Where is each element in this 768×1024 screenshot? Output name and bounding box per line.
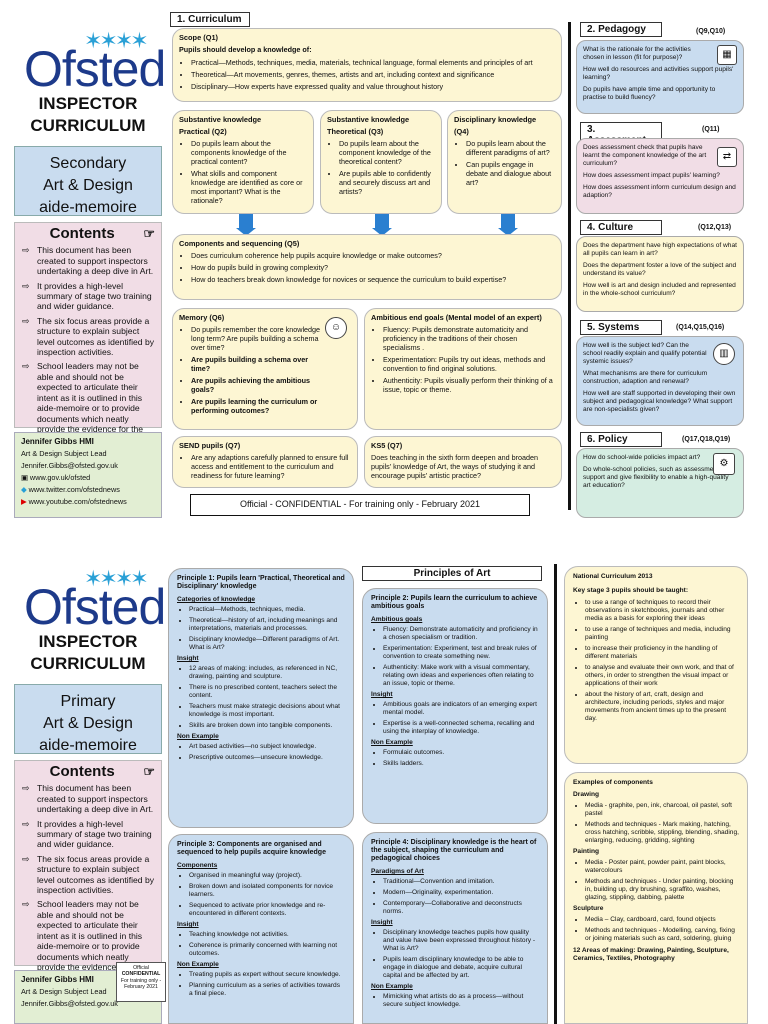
principles-heading: Principles of Art <box>362 566 542 581</box>
systems-box: ▥ How well is the subject led? Can the s… <box>576 336 744 426</box>
principle-2: Principle 2: Pupils learn the curriculum… <box>362 588 548 824</box>
contents-item: This document has been created to suppor… <box>22 783 155 814</box>
logo-inspector: INSPECTOR <box>38 632 138 651</box>
theoretical-box: Substantive knowledge Theoretical (Q3) D… <box>320 110 442 214</box>
policy-heading: 6. Policy <box>580 432 662 447</box>
contact-email[interactable]: Jennifer.Gibbs@ofsted.gov.uk <box>21 461 118 470</box>
secondary-page: ✶✶✶✶ Ofsted INSPECTOR CURRICULUM Seconda… <box>0 0 768 520</box>
youtube-icon: ▶ <box>21 497 29 506</box>
logo-word: Ofsted <box>24 41 166 97</box>
ofsted-logo: ✶✶✶✶ Ofsted INSPECTOR CURRICULUM <box>14 560 166 680</box>
practical-box: Substantive knowledge Practical (Q2) Do … <box>172 110 314 214</box>
logo-word: Ofsted <box>24 579 166 635</box>
contact-email[interactable]: Jennifer.Gibbs@ofsted.gov.uk <box>21 999 118 1008</box>
primary-page: ✶✶✶✶ Ofsted INSPECTOR CURRICULUM Primary… <box>0 552 768 1024</box>
culture-heading: 4. Culture <box>580 220 662 235</box>
contact-panel: Jennifer Gibbs HMI Art & Design Subject … <box>14 432 162 518</box>
principle-3: Principle 3: Components are organised an… <box>168 834 354 1024</box>
contents-item: It provides a high-level summary of stag… <box>22 819 155 850</box>
down-arrow-icon <box>372 214 392 236</box>
twitter-icon: ◆ <box>21 485 29 494</box>
scope-item: Disciplinary—How experts have expressed … <box>191 82 555 91</box>
ks5-box: KS5 (Q7) Does teaching in the sixth form… <box>364 436 562 488</box>
principle-4: Principle 4: Disciplinary knowledge is t… <box>362 832 548 1024</box>
confidential-badge: Official CONFIDENTIAL For training only … <box>116 962 166 1002</box>
logo-curriculum: CURRICULUM <box>30 116 146 135</box>
components-box: Components and sequencing (Q5) Does curr… <box>172 234 562 300</box>
curriculum-heading: 1. Curriculum <box>170 12 250 27</box>
scope-item: Theoretical—Art movements, genres, theme… <box>191 70 555 79</box>
brain-icon: ☺ <box>325 317 347 339</box>
logo-curriculum: CURRICULUM <box>30 654 146 673</box>
culture-box: Does the department have high expectatio… <box>576 236 744 312</box>
twitter-link[interactable]: www.twitter.com/ofstednews <box>28 485 120 494</box>
contents-panel: Contents☞ This document has been created… <box>14 222 162 444</box>
secondary-title: Secondary Art & Design aide-memoire <box>14 146 162 216</box>
hand-pointer-icon: ☞ <box>143 764 155 779</box>
contact-name: Jennifer Gibbs HMI <box>21 975 94 984</box>
memory-box: Memory (Q6) ☺ Do pupils remember the cor… <box>172 308 358 430</box>
contents-panel: Contents☞ This document has been created… <box>14 760 162 982</box>
examples-box: Examples of components Drawing Media - g… <box>564 772 748 1024</box>
principle-1: Principle 1: Pupils learn 'Practical, Th… <box>168 568 354 828</box>
scope-item: Practical—Methods, techniques, media, ma… <box>191 58 555 67</box>
whiteboard-icon: ▦ <box>717 45 737 65</box>
assessment-box: ⇄ Does assessment check that pupils have… <box>576 138 744 214</box>
pedagogy-box: ▦ What is the rationale for the activiti… <box>576 40 744 114</box>
disciplinary-box: Disciplinary knowledge (Q4) Do pupils le… <box>447 110 562 214</box>
down-arrow-icon <box>236 214 256 236</box>
stars-icon: ✶✶✶✶ <box>84 28 149 53</box>
youtube-link[interactable]: www.youtube.com/ofstednews <box>28 497 127 506</box>
divider <box>554 564 557 1024</box>
flowchart-icon: ⇄ <box>717 147 737 167</box>
contact-role: Art & Design Subject Lead <box>21 987 107 996</box>
national-curriculum-box: National Curriculum 2013 Key stage 3 pup… <box>564 566 748 764</box>
bar-chart-icon: ▥ <box>713 343 735 365</box>
systems-heading: 5. Systems <box>580 320 662 335</box>
ofsted-logo: ✶✶✶✶ Ofsted INSPECTOR CURRICULUM <box>14 22 166 142</box>
contact-name: Jennifer Gibbs HMI <box>21 437 94 446</box>
down-arrow-icon <box>498 214 518 236</box>
primary-title: Primary Art & Design aide-memoire <box>14 684 162 754</box>
pedagogy-heading: 2. Pedagogy <box>580 22 662 37</box>
policy-settings-icon: ⚙ <box>713 453 735 475</box>
contents-item: This document has been created to suppor… <box>22 245 155 276</box>
contents-item: The six focus areas provide a structure … <box>22 854 155 896</box>
contents-item: The six focus areas provide a structure … <box>22 316 155 358</box>
send-box: SEND pupils (Q7) Are any adaptions caref… <box>172 436 358 488</box>
web-icon: ▣ <box>21 473 30 482</box>
stars-icon: ✶✶✶✶ <box>84 566 149 591</box>
policy-box: ⚙ How do school-wide policies impact art… <box>576 448 744 518</box>
hand-pointer-icon: ☞ <box>143 226 155 241</box>
website-link[interactable]: www.gov.uk/ofsted <box>29 473 91 482</box>
ambitious-goals-box: Ambitious end goals (Mental model of an … <box>364 308 562 430</box>
contact-role: Art & Design Subject Lead <box>21 449 107 458</box>
confidential-footer: Official - CONFIDENTIAL - For training o… <box>190 494 530 516</box>
logo-inspector: INSPECTOR <box>38 94 138 113</box>
divider <box>568 22 571 510</box>
contents-item: It provides a high-level summary of stag… <box>22 281 155 312</box>
scope-box: Scope (Q1) Pupils should develop a knowl… <box>172 28 562 102</box>
